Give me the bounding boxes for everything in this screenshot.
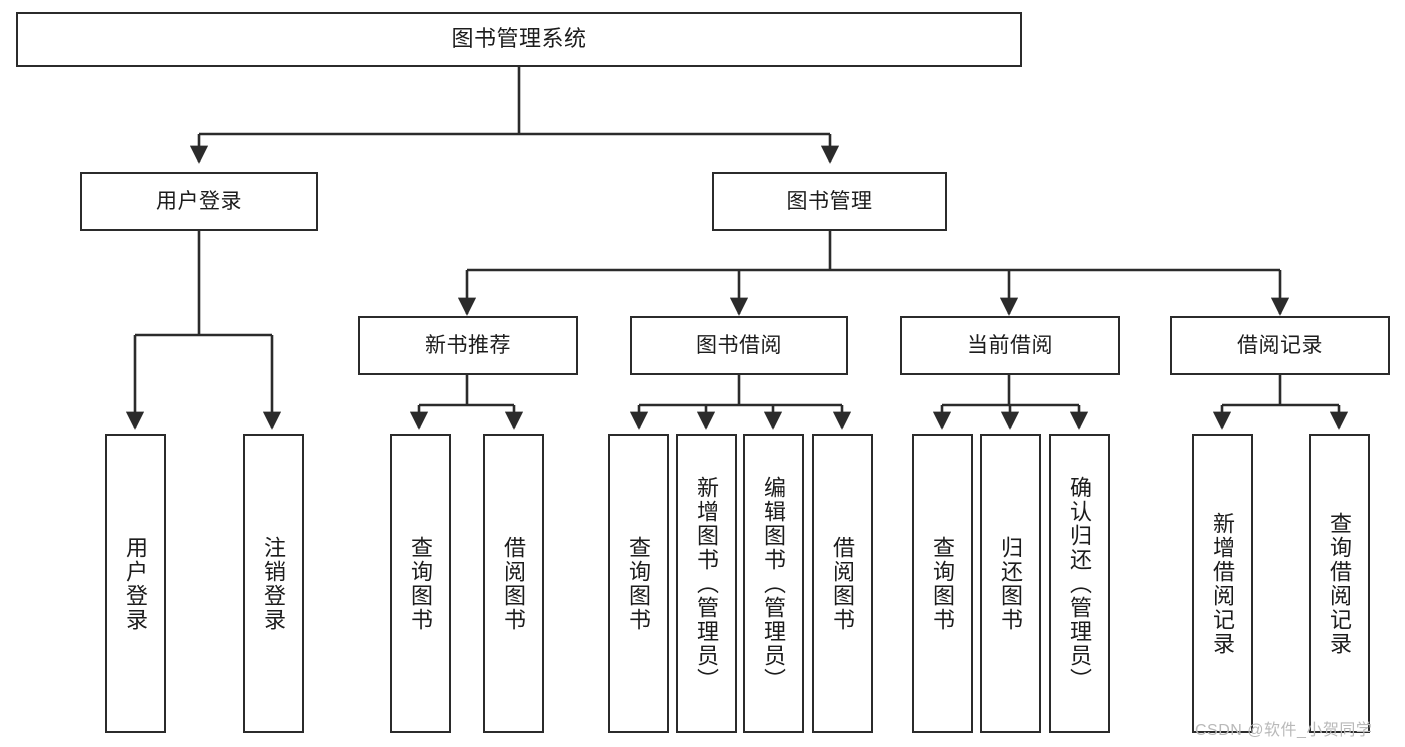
node-new-book-recommend[interactable]: 新书推荐 xyxy=(358,316,578,375)
node-current-borrow[interactable]: 当前借阅 xyxy=(900,316,1120,375)
node-root[interactable]: 图书管理系统 xyxy=(16,12,1022,67)
node-book-management-label: 图书管理 xyxy=(786,189,873,213)
leaf-borrow-book-recommend[interactable]: 借阅图书 xyxy=(483,434,544,733)
leaf-query-book-current[interactable]: 查询图书 xyxy=(912,434,973,733)
node-borrow-record[interactable]: 借阅记录 xyxy=(1170,316,1390,375)
node-book-borrow[interactable]: 图书借阅 xyxy=(630,316,848,375)
leaf-confirm-return-admin-label: 确认归还（管理员） xyxy=(1067,475,1093,692)
node-root-label: 图书管理系统 xyxy=(451,26,587,52)
leaf-logout-label: 注销登录 xyxy=(261,535,287,632)
leaf-query-book-current-label: 查询图书 xyxy=(930,535,956,632)
leaf-add-book-admin[interactable]: 新增图书（管理员） xyxy=(676,434,737,733)
leaf-add-book-admin-label: 新增图书（管理员） xyxy=(694,475,720,692)
node-user-login[interactable]: 用户登录 xyxy=(80,172,318,231)
leaf-query-book-recommend[interactable]: 查询图书 xyxy=(390,434,451,733)
csdn-watermark: CSDN @软件_小贺同学 xyxy=(1195,722,1373,739)
leaf-return-book-label: 归还图书 xyxy=(998,535,1024,632)
leaf-add-borrow-record-label: 新增借阅记录 xyxy=(1210,511,1236,656)
leaf-query-book-borrow-label: 查询图书 xyxy=(626,535,652,632)
leaf-query-borrow-record-label: 查询借阅记录 xyxy=(1327,511,1353,656)
leaf-edit-book-admin-label: 编辑图书（管理员） xyxy=(761,475,787,692)
leaf-query-book-recommend-label: 查询图书 xyxy=(408,535,434,632)
leaf-add-borrow-record[interactable]: 新增借阅记录 xyxy=(1192,434,1253,733)
leaf-query-book-borrow[interactable]: 查询图书 xyxy=(608,434,669,733)
node-user-login-label: 用户登录 xyxy=(156,189,242,213)
leaf-logout[interactable]: 注销登录 xyxy=(243,434,304,733)
leaf-borrow-book-label: 借阅图书 xyxy=(830,535,856,632)
leaf-query-borrow-record[interactable]: 查询借阅记录 xyxy=(1309,434,1370,733)
leaf-confirm-return-admin[interactable]: 确认归还（管理员） xyxy=(1049,434,1110,733)
leaf-borrow-book-recommend-label: 借阅图书 xyxy=(501,535,527,632)
leaf-edit-book-admin[interactable]: 编辑图书（管理员） xyxy=(743,434,804,733)
node-new-book-recommend-label: 新书推荐 xyxy=(425,333,511,357)
leaf-user-login-label: 用户登录 xyxy=(123,535,149,632)
node-borrow-record-label: 借阅记录 xyxy=(1237,333,1323,357)
leaf-borrow-book[interactable]: 借阅图书 xyxy=(812,434,873,733)
leaf-return-book[interactable]: 归还图书 xyxy=(980,434,1041,733)
node-book-borrow-label: 图书借阅 xyxy=(696,333,782,357)
node-book-management[interactable]: 图书管理 xyxy=(712,172,947,231)
leaf-user-login[interactable]: 用户登录 xyxy=(105,434,166,733)
node-current-borrow-label: 当前借阅 xyxy=(967,333,1053,357)
